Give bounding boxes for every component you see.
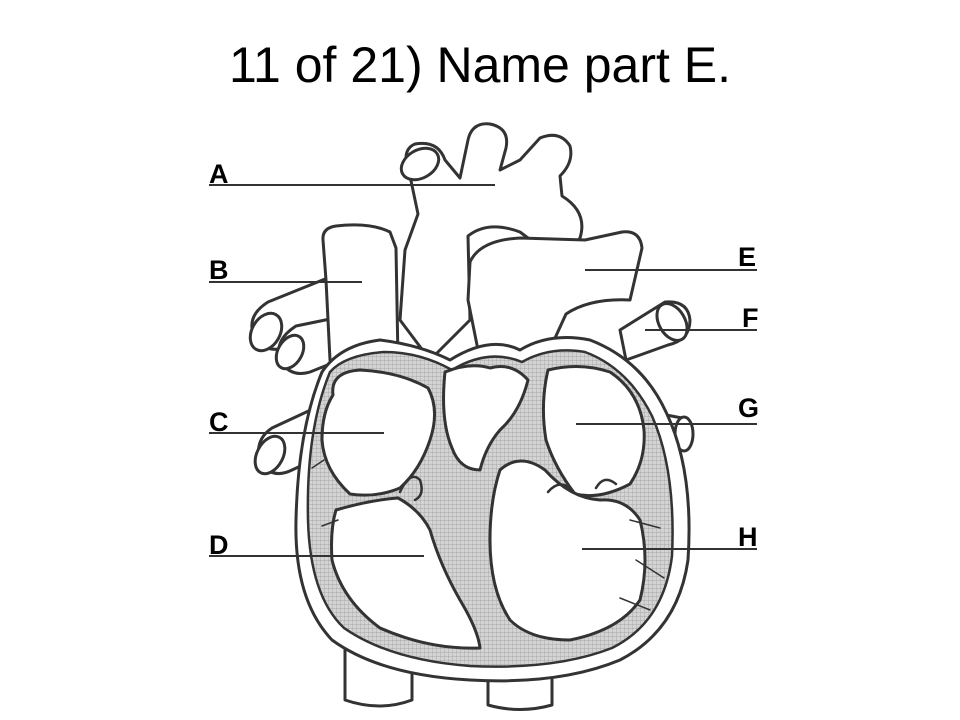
part-label-d: D — [209, 530, 229, 560]
part-label-e: E — [738, 242, 756, 272]
tricuspid-valve — [398, 475, 423, 502]
part-label-g: G — [738, 393, 759, 423]
part-label-c: C — [209, 407, 229, 437]
slide-title: 11 of 21) Name part E. — [228, 37, 732, 93]
part-label-f: F — [742, 303, 759, 333]
part-label-b: B — [209, 255, 229, 285]
part-label-a: A — [209, 159, 229, 189]
mitral-valve — [546, 478, 618, 494]
leader-lines — [209, 184, 757, 557]
wall-hatching — [311, 459, 665, 611]
pulmonary-trunk — [466, 230, 644, 362]
part-label-h: H — [738, 522, 758, 552]
heart-drawing — [248, 122, 695, 711]
left-atrium — [541, 365, 646, 498]
septal-channel — [442, 364, 530, 472]
part-labels: A B C D E F G H — [209, 159, 759, 560]
right-ventricle — [330, 496, 482, 650]
left-ventricle — [488, 459, 647, 642]
superior-vena-cava — [321, 223, 400, 362]
